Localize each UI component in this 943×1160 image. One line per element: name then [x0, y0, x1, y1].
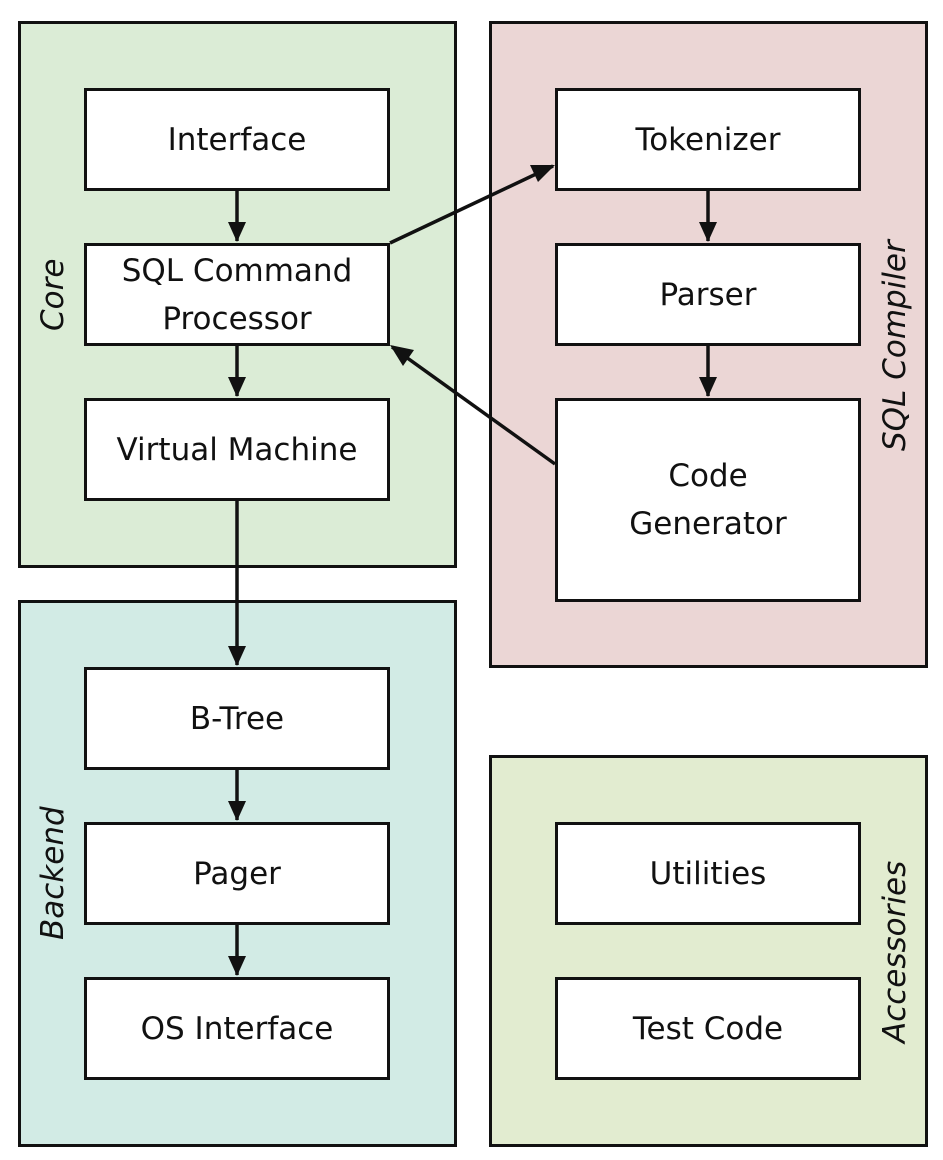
sql-compiler-panel-label: SQL Compiler	[876, 239, 913, 451]
tokenizer-box-label: Tokenizer	[635, 121, 781, 158]
code-generator-label-line1: Code	[668, 458, 748, 494]
test-code-box-label: Test Code	[632, 1010, 784, 1047]
interface-box: Interface	[84, 88, 390, 191]
tokenizer-box: Tokenizer	[555, 88, 861, 191]
accessories-panel-label: Accessories	[876, 860, 913, 1043]
b-tree-box: B-Tree	[84, 667, 390, 770]
core-panel-label: Core	[34, 258, 71, 331]
backend-panel-label: Backend	[34, 806, 71, 940]
os-interface-box: OS Interface	[84, 977, 390, 1080]
sql-command-processor-label-line2: Processor	[162, 300, 312, 337]
test-code-box: Test Code	[555, 977, 861, 1080]
os-interface-box-label: OS Interface	[140, 1010, 334, 1047]
accessories-panel	[489, 755, 928, 1147]
b-tree-box-label: B-Tree	[189, 700, 285, 737]
code-generator-box: Code Generator	[555, 398, 861, 602]
interface-box-label: Interface	[167, 121, 307, 158]
sql-command-processor-label-line1: SQL Command	[121, 252, 353, 289]
utilities-box: Utilities	[555, 822, 861, 925]
utilities-box-label: Utilities	[649, 855, 767, 892]
code-generator-label-line2: Generator	[629, 506, 787, 542]
parser-box: Parser	[555, 243, 861, 346]
parser-box-label: Parser	[659, 276, 757, 313]
virtual-machine-box-label: Virtual Machine	[116, 431, 358, 468]
pager-box: Pager	[84, 822, 390, 925]
pager-box-label: Pager	[193, 855, 281, 892]
sql-command-processor-box: SQL Command Processor	[84, 243, 390, 346]
virtual-machine-box: Virtual Machine	[84, 398, 390, 501]
